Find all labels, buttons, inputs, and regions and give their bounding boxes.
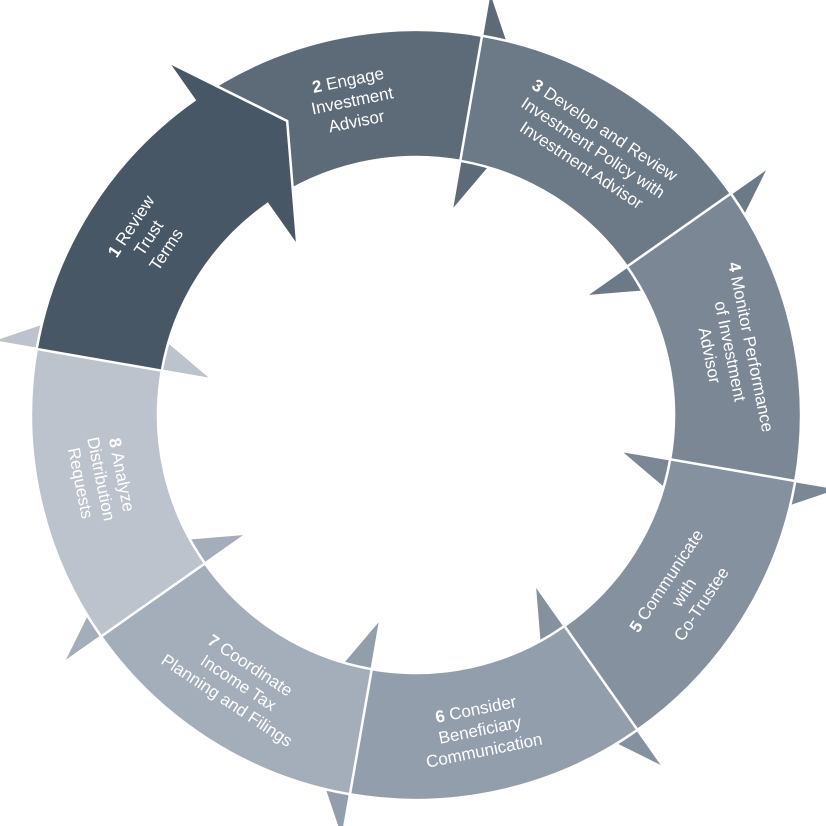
step-8-label: 8 AnalyzeDistributionRequests	[63, 431, 140, 526]
svg-text:6 ConsiderBeneficiaryCommunica: 6 ConsiderBeneficiaryCommunication	[416, 688, 544, 771]
svg-text:8 AnalyzeDistributionRequests: 8 AnalyzeDistributionRequests	[63, 431, 140, 526]
step-number: 2	[310, 75, 328, 96]
step-4-arrow	[614, 191, 826, 534]
step-8-arrow	[0, 296, 218, 639]
step-1-arrow	[35, 60, 300, 373]
step-number: 8	[105, 436, 126, 454]
step-number: 4	[724, 260, 745, 278]
step-6-arrow	[297, 613, 640, 826]
step-6-label: 6 ConsiderBeneficiaryCommunication	[416, 688, 544, 772]
step-number: 6	[434, 706, 452, 727]
